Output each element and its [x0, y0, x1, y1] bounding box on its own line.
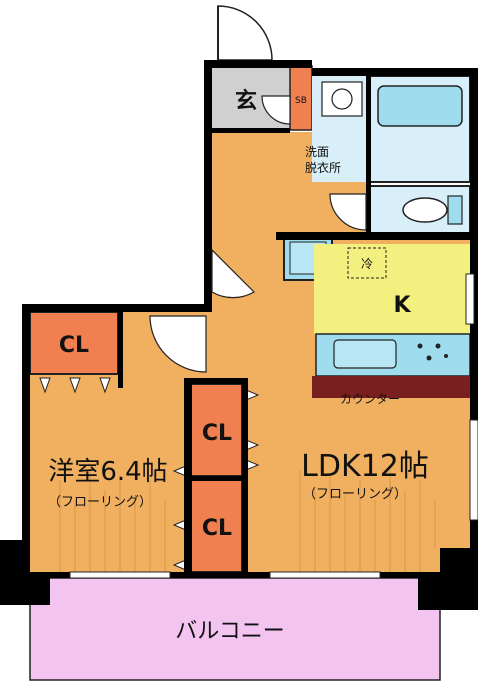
- western-room-floor-label: （フローリング）: [48, 495, 152, 510]
- bathtub: [377, 85, 463, 127]
- stove-burners: [417, 343, 448, 361]
- closet-middle-upper: [189, 383, 243, 477]
- ldk-label: LDK12帖: [301, 449, 429, 484]
- fridge-label: 冷: [361, 257, 373, 271]
- toilet-bowl: [402, 197, 448, 223]
- shoe-box-label: SB: [295, 96, 307, 106]
- entrance-label: 玄: [235, 88, 257, 114]
- closet-western-label: CL: [59, 333, 89, 358]
- washbasin-bowl: [331, 88, 353, 110]
- ldk-floor-label: （フローリング）: [303, 487, 407, 502]
- closet-middle-upper-label: CL: [202, 421, 232, 446]
- walls: [22, 60, 478, 578]
- washroom-label-line2: 脱衣所: [305, 160, 341, 175]
- counter-label: カウンター: [340, 392, 400, 406]
- balcony-area: [29, 577, 441, 681]
- floor-hatching: [59, 470, 436, 575]
- kitchen-floor: [314, 244, 470, 334]
- western-room-label: 洋室6.4帖: [48, 457, 167, 487]
- closet-middle-lower-label: CL: [202, 516, 232, 541]
- windows: [69, 273, 478, 579]
- kitchen-label: K: [393, 293, 411, 318]
- front-door-swing: [217, 5, 273, 61]
- washroom-label-line1: 洗面: [305, 145, 329, 159]
- closet-western-room: [29, 311, 119, 375]
- fridge-space: [347, 247, 387, 279]
- bar-counter: [312, 376, 470, 398]
- toilet-tank: [447, 195, 463, 225]
- door-swings: [149, 95, 367, 373]
- kitchen-sink: [333, 339, 397, 369]
- balcony-label: バルコニー: [175, 619, 285, 644]
